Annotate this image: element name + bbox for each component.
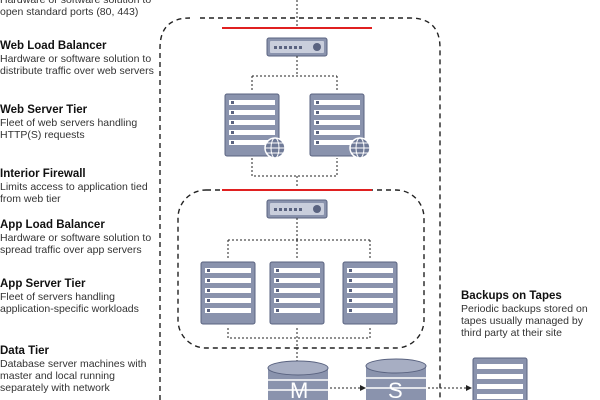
backups-title: Backups on Tapes	[461, 290, 562, 302]
label-data-tier: Data Tier Database server machines with …	[0, 345, 160, 394]
web-server-tier-desc: Fleet of web servers handling HTTP(S) re…	[0, 117, 138, 141]
app-server-tier-desc: Fleet of servers handling application-sp…	[0, 291, 139, 315]
app-load-balancer-desc: Hardware or software solution to spread …	[0, 232, 152, 256]
backup-arrow	[466, 385, 472, 391]
web-load-balancer-device	[266, 37, 328, 57]
backups-desc: Periodic backups stored on tapes usually…	[461, 303, 588, 339]
label-web-server-tier: Web Server Tier Fleet of web servers han…	[0, 104, 160, 141]
app-lb-connector	[227, 218, 371, 258]
interior-firewall-title: Interior Firewall	[0, 168, 86, 180]
label-web-load-balancer: Web Load Balancer Hardware or software s…	[0, 40, 160, 77]
web-load-balancer-desc: Hardware or software solution to distrib…	[0, 53, 154, 77]
app-server-1	[200, 261, 256, 325]
app-server-3	[342, 261, 398, 325]
web-server-2	[309, 93, 371, 159]
interior-firewall-desc: Limits access to application tied from w…	[0, 181, 148, 205]
data-tier-desc: Database server machines with master and…	[0, 358, 147, 394]
web-to-firewall-connector	[251, 158, 338, 188]
app-server-2	[269, 261, 325, 325]
web-server-tier-title: Web Server Tier	[0, 104, 88, 116]
label-firewall-top: Hardware or software solution to open st…	[0, 0, 160, 18]
db-slave: S	[365, 358, 427, 400]
label-app-load-balancer: App Load Balancer Hardware or software s…	[0, 219, 160, 256]
web-load-balancer-title: Web Load Balancer	[0, 40, 107, 52]
web-server-1	[224, 93, 286, 159]
app-load-balancer-device	[266, 199, 328, 219]
app-server-tier-title: App Server Tier	[0, 278, 86, 290]
web-lb-connector	[251, 56, 338, 92]
label-backups: Backups on Tapes Periodic backups stored…	[461, 290, 600, 339]
db-master-label: M	[290, 378, 308, 400]
replication-arrow	[360, 385, 366, 391]
backup-rack	[472, 357, 528, 400]
firewall-top-desc: Hardware or software solution to open st…	[0, 0, 152, 18]
label-interior-firewall: Interior Firewall Limits access to appli…	[0, 168, 160, 205]
label-app-server-tier: App Server Tier Fleet of servers handlin…	[0, 278, 160, 315]
outer-zone-boundary	[159, 17, 441, 400]
db-master: M	[267, 360, 329, 400]
db-slave-label: S	[388, 378, 403, 400]
data-tier-title: Data Tier	[0, 345, 50, 357]
app-to-db-connector	[227, 328, 371, 362]
app-load-balancer-title: App Load Balancer	[0, 219, 105, 231]
